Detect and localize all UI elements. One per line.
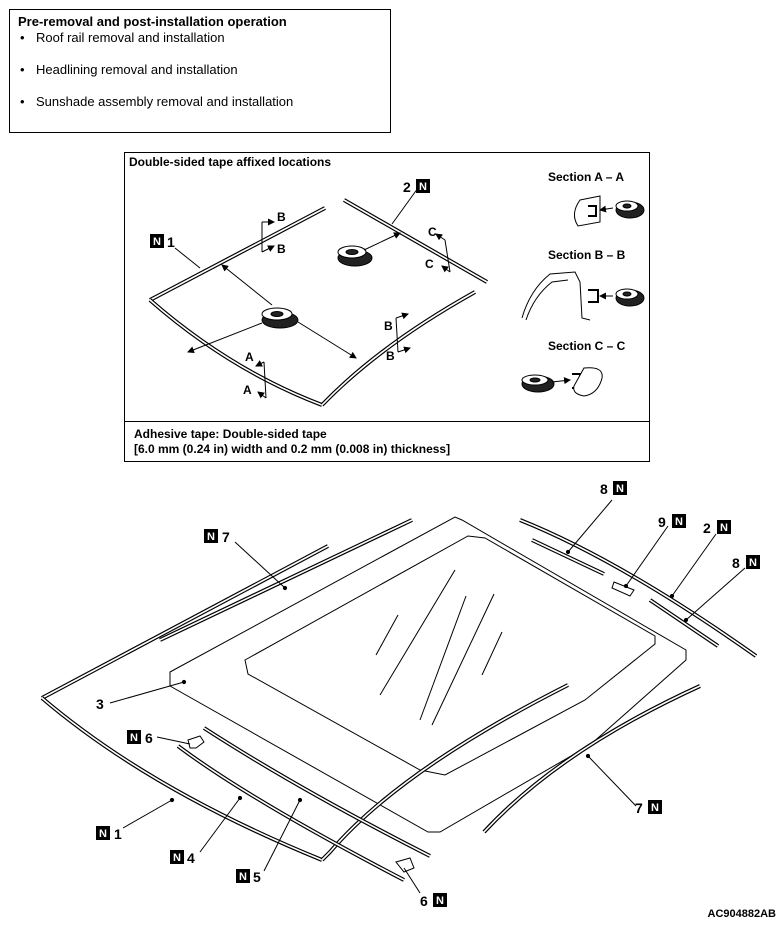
tape-box: Double-sided tape affixed locations Adhe… [124, 152, 650, 462]
n-mark-icon [416, 179, 430, 193]
n-mark: N [173, 852, 181, 864]
n-mark-icon [746, 555, 760, 569]
part-label-6: 6 [145, 730, 153, 746]
part-label-7: 7 [222, 529, 230, 545]
section-bb-title: Section B – B [548, 248, 626, 262]
section-letter-a: A [243, 383, 252, 397]
section-letter-b: B [277, 242, 286, 256]
n-mark-icon [204, 529, 218, 543]
part-label-2: 2 [703, 520, 711, 536]
part-label-6: 6 [420, 893, 428, 909]
figure-code: AC904882AB [707, 908, 776, 920]
n-mark-icon [613, 481, 627, 495]
part-label-9: 9 [658, 514, 666, 530]
operation-item: Headlining removal and installation [18, 62, 382, 78]
part-label-4: 4 [187, 850, 195, 866]
inset-roof-drawing [148, 187, 488, 407]
n-mark: N [207, 531, 215, 543]
section-aa-title: Section A – A [548, 170, 624, 184]
n-mark-icon [127, 730, 141, 744]
tape-box-title: Double-sided tape affixed locations [129, 155, 332, 169]
n-mark-icon [236, 869, 250, 883]
part-label-5: 5 [253, 869, 261, 885]
section-letter-b: B [386, 349, 395, 363]
n-mark-icon [150, 234, 164, 248]
part-label-2: 2 [403, 179, 411, 195]
section-letter-c: C [425, 257, 434, 271]
n-mark-icon [717, 520, 731, 534]
n-mark-icon [433, 893, 447, 907]
tape-box-footer: Adhesive tape: Double-sided tape [6.0 mm… [125, 421, 649, 461]
n-mark: N [153, 236, 161, 248]
section-letter-a: A [245, 350, 254, 364]
n-mark: N [99, 828, 107, 840]
n-mark: N [651, 802, 659, 814]
n-mark: N [419, 181, 427, 193]
n-mark: N [675, 516, 683, 528]
section-letter-c: C [428, 225, 437, 239]
operation-item: Sunshade assembly removal and installati… [18, 94, 382, 110]
section-letter-b: B [277, 210, 286, 224]
tape-roll-icon [337, 245, 373, 267]
section-bb-drawing [521, 271, 645, 321]
main-roof-drawing [40, 499, 758, 894]
section-cc-drawing [521, 367, 603, 397]
part-label-3: 3 [96, 696, 104, 712]
n-mark-icon [170, 850, 184, 864]
part-label-8: 8 [732, 555, 740, 571]
n-mark-icon [648, 800, 662, 814]
part-label-1: 1 [167, 234, 175, 250]
n-mark-icon [96, 826, 110, 840]
n-mark: N [130, 732, 138, 744]
operation-list: Roof rail removal and installation Headl… [18, 30, 382, 110]
section-cc-title: Section C – C [548, 339, 626, 353]
operation-item: Roof rail removal and installation [18, 30, 382, 46]
operation-box: Pre-removal and post-installation operat… [9, 9, 391, 133]
part-label-7: 7 [635, 800, 643, 816]
tape-spec-line2: [6.0 mm (0.24 in) width and 0.2 mm (0.00… [134, 442, 451, 456]
n-mark: N [436, 895, 444, 907]
n-mark: N [239, 871, 247, 883]
n-mark-icon [672, 514, 686, 528]
part-label-8: 8 [600, 481, 608, 497]
section-letter-b: B [384, 319, 393, 333]
n-mark: N [616, 483, 624, 495]
part-label-1: 1 [114, 826, 122, 842]
n-mark: N [749, 557, 757, 569]
n-mark: N [720, 522, 728, 534]
section-aa-drawing [574, 195, 645, 227]
operation-title: Pre-removal and post-installation operat… [18, 14, 287, 29]
tape-roll-icon [261, 307, 299, 329]
tape-spec-line1: Adhesive tape: Double-sided tape [134, 427, 327, 441]
